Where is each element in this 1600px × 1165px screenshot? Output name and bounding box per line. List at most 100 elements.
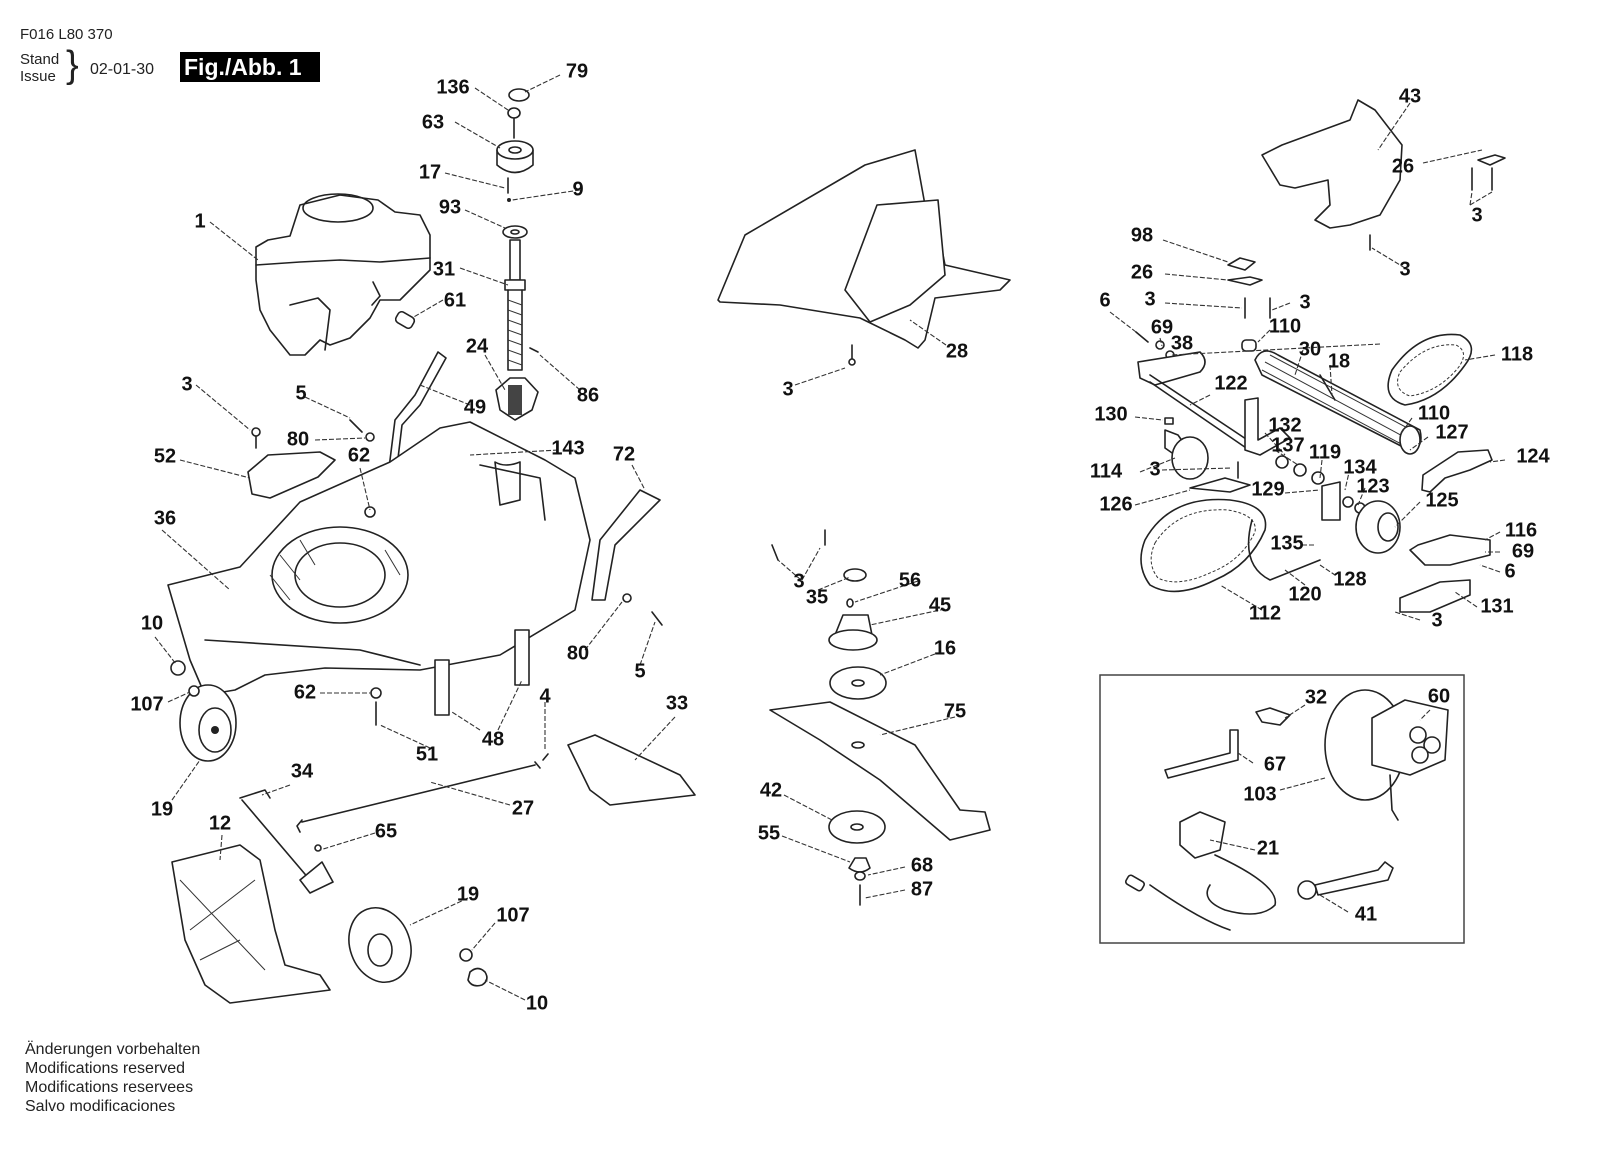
label-56: 56 — [898, 569, 922, 592]
stand-issue-labels: Stand Issue — [20, 51, 59, 85]
label-48: 48 — [481, 728, 505, 751]
label-125: 125 — [1425, 489, 1459, 512]
part-belt-112 — [1140, 498, 1267, 593]
part-knob-114 — [1164, 429, 1209, 480]
label-9: 9 — [572, 178, 584, 201]
label-98: 98 — [1130, 224, 1154, 247]
label-6-right: 6 — [1504, 560, 1516, 583]
label-60: 60 — [1427, 685, 1451, 708]
label-116: 116 — [1504, 519, 1538, 542]
label-10-rear: 10 — [525, 992, 549, 1015]
label-26-left: 26 — [1130, 261, 1154, 284]
label-87: 87 — [910, 878, 934, 901]
clip-98 — [1227, 257, 1256, 271]
label-129: 129 — [1251, 478, 1285, 501]
part-shaft-stack — [495, 88, 539, 421]
label-17: 17 — [418, 161, 442, 184]
label-24: 24 — [465, 335, 489, 358]
part-pulley-125 — [1355, 500, 1401, 554]
label-65: 65 — [374, 820, 398, 843]
label-67: 67 — [1263, 753, 1287, 776]
label-18: 18 — [1327, 350, 1351, 373]
label-123: 123 — [1356, 475, 1390, 498]
part-wheel-19b — [348, 907, 488, 987]
label-19-front: 19 — [150, 798, 174, 821]
nut-80 — [365, 432, 375, 442]
label-93: 93 — [438, 196, 462, 219]
part-32 — [1255, 707, 1291, 726]
bracket-48a — [434, 659, 450, 716]
label-107-rear: 107 — [496, 904, 530, 927]
label-69-right: 69 — [1511, 540, 1535, 563]
notice-german: Änderungen vorbehalten — [25, 1041, 201, 1058]
issue-date: 02-01-30 — [90, 61, 155, 78]
label-52: 52 — [153, 445, 177, 468]
label-110-right: 110 — [1417, 402, 1451, 425]
label-68: 68 — [910, 854, 934, 877]
pin-4 — [542, 753, 549, 761]
label-38: 38 — [1170, 332, 1194, 355]
part-deflector-28 — [717, 149, 1011, 366]
label-69-left: 69 — [1150, 316, 1174, 339]
part-deck-36 — [167, 421, 591, 696]
bracket-48b — [514, 629, 530, 686]
label-36: 36 — [153, 507, 177, 530]
label-12: 12 — [208, 812, 232, 835]
label-41: 41 — [1354, 903, 1378, 926]
part-axle-34 — [239, 789, 334, 894]
label-3-cover: 3 — [1399, 258, 1411, 281]
part-arm-116 — [1409, 534, 1491, 566]
leader-lines — [154, 74, 1506, 1001]
label-131: 131 — [1480, 595, 1514, 618]
label-45: 45 — [928, 594, 952, 617]
part-33 — [567, 734, 696, 806]
label-86: 86 — [576, 384, 600, 407]
cable-120 — [1247, 519, 1321, 581]
label-103: 103 — [1243, 783, 1277, 806]
brace-symbol: } — [66, 44, 79, 86]
label-30: 30 — [1298, 338, 1322, 361]
issue-label: Issue — [20, 68, 56, 85]
figure-label: Fig./Abb. 1 — [180, 52, 320, 82]
label-43: 43 — [1398, 85, 1422, 108]
label-19-rear: 19 — [456, 883, 480, 906]
rod-27 — [296, 764, 536, 833]
label-135: 135 — [1270, 532, 1304, 555]
label-5-right: 5 — [634, 660, 646, 683]
cap-62 — [370, 687, 382, 699]
label-35: 35 — [805, 586, 829, 609]
label-143: 143 — [551, 437, 585, 460]
part-blade-stack — [769, 529, 991, 906]
label-55: 55 — [757, 822, 781, 845]
label-61: 61 — [443, 289, 467, 312]
label-112: 112 — [1248, 602, 1282, 625]
label-27: 27 — [511, 797, 535, 820]
label-80-right: 80 — [566, 642, 590, 665]
part-61 — [394, 310, 416, 330]
label-132: 132 — [1268, 414, 1302, 437]
label-119: 119 — [1308, 441, 1342, 464]
notice-english: Modifications reserved — [25, 1060, 186, 1077]
label-3-deck: 3 — [181, 373, 193, 396]
label-122: 122 — [1214, 372, 1248, 395]
label-62-bottom: 62 — [293, 681, 317, 704]
label-3-top-right: 3 — [1471, 204, 1483, 227]
modifications-notice: Änderungen vorbehalten Modifications res… — [25, 1040, 200, 1116]
label-5-top: 5 — [295, 382, 307, 405]
screw-5 — [349, 419, 363, 433]
label-107-front: 107 — [130, 693, 164, 716]
label-80-top: 80 — [286, 428, 310, 451]
part-cover-52 — [247, 451, 336, 499]
accessories-box — [1099, 674, 1465, 944]
label-3-drive-mid: 3 — [1149, 458, 1161, 481]
label-75: 75 — [943, 700, 967, 723]
notice-french: Modifications reservees — [25, 1079, 194, 1096]
label-134: 134 — [1343, 456, 1377, 479]
part-rear-housing-12 — [171, 844, 331, 1004]
label-127: 127 — [1435, 421, 1469, 444]
label-62-top: 62 — [347, 444, 371, 467]
label-130: 130 — [1094, 403, 1128, 426]
part-wheel-19a — [170, 660, 237, 762]
label-72: 72 — [612, 443, 636, 466]
part-belt-cover-43 — [1261, 99, 1403, 229]
